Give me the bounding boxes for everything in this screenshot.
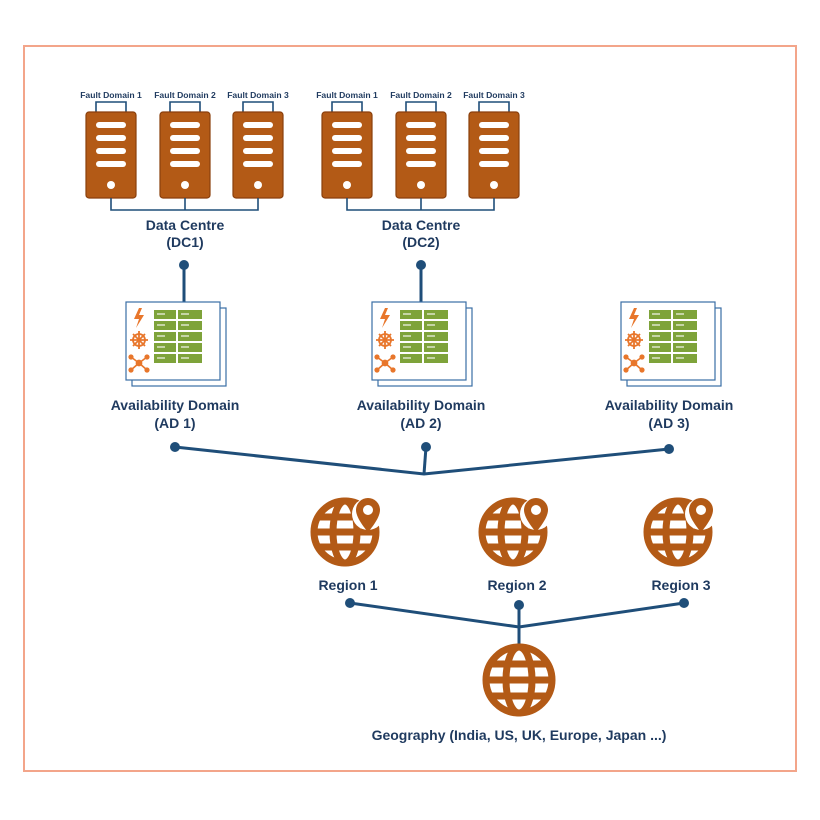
data-centre-bracket <box>110 198 259 211</box>
server-icon <box>468 111 520 199</box>
server-icon <box>321 111 373 199</box>
data-centre-name: Data Centre <box>146 217 225 233</box>
globe-pin-icon <box>482 498 552 563</box>
diagram-frame <box>23 45 797 772</box>
availability-domain-name: Availability Domain <box>605 397 734 413</box>
fault-domain-label: Fault Domain 2 <box>390 90 452 100</box>
availability-domain-rack-icon <box>620 301 722 387</box>
data-centre-code: (DC1) <box>166 234 203 250</box>
region-2: Region 2 <box>482 498 552 593</box>
ad-to-region-connector <box>170 442 674 476</box>
region-to-geography-connector <box>345 598 689 644</box>
region-label: Region 1 <box>318 577 377 593</box>
fault-domain-label: Fault Domain 1 <box>316 90 378 100</box>
availability-domain-2: Availability Domain (AD 2) <box>357 301 486 431</box>
fault-domain-bracket <box>331 101 363 112</box>
fault-domain-label: Fault Domain 2 <box>154 90 216 100</box>
fault-domain-bracket <box>405 101 437 112</box>
fault-domain-bracket <box>242 101 274 112</box>
availability-domain-code: (AD 1) <box>154 415 195 431</box>
fault-domain-label: Fault Domain 3 <box>463 90 525 100</box>
fault-domain-bracket <box>169 101 201 112</box>
data-centre-name: Data Centre <box>382 217 461 233</box>
server-icon <box>159 111 211 199</box>
availability-domain-rack-icon <box>125 301 227 387</box>
fault-domain-label: Fault Domain 1 <box>80 90 142 100</box>
server-icon <box>85 111 137 199</box>
availability-domain-code: (AD 3) <box>648 415 689 431</box>
region-label: Region 2 <box>487 577 546 593</box>
fault-domain-bracket <box>95 101 127 112</box>
globe-pin-icon <box>647 498 717 563</box>
availability-domain-1: Availability Domain (AD 1) <box>111 301 240 431</box>
data-centre-2: Fault Domain 1 Fault Domain 2 Fault Doma… <box>316 90 525 250</box>
availability-domain-rack-icon <box>371 301 473 387</box>
availability-domain-3: Availability Domain (AD 3) <box>605 301 734 431</box>
server-icon <box>395 111 447 199</box>
availability-domain-name: Availability Domain <box>111 397 240 413</box>
region-label: Region 3 <box>651 577 710 593</box>
region-3: Region 3 <box>647 498 717 593</box>
globe-icon <box>482 643 556 717</box>
fault-domain-bracket <box>478 101 510 112</box>
data-centre-bracket <box>346 198 495 211</box>
globe-pin-icon <box>314 498 384 563</box>
region-1: Region 1 <box>314 498 384 593</box>
geography-label: Geography (India, US, UK, Europe, Japan … <box>372 727 667 743</box>
data-centre-code: (DC2) <box>402 234 439 250</box>
availability-domain-code: (AD 2) <box>400 415 441 431</box>
data-centre-1: Fault Domain 1 Fault Domain 2 Fault Doma… <box>80 90 289 250</box>
geography: Geography (India, US, UK, Europe, Japan … <box>372 643 667 743</box>
fault-domain-label: Fault Domain 3 <box>227 90 289 100</box>
server-icon <box>232 111 284 199</box>
dc-to-ad-connector <box>179 260 426 302</box>
availability-domain-name: Availability Domain <box>357 397 486 413</box>
